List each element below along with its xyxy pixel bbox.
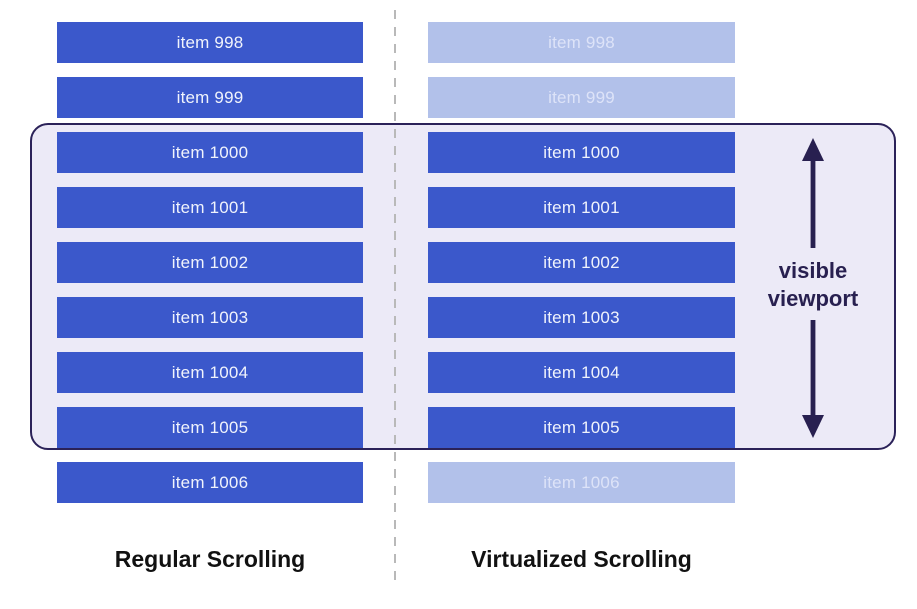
regular-scrolling-column: item 998 item 999 item 1000 item 1001 it… <box>57 22 363 503</box>
visible-viewport-box <box>30 123 896 450</box>
list-item: item 1001 <box>428 187 735 228</box>
virtualized-scrolling-column: item 998 item 999 item 1000 item 1001 it… <box>428 22 735 503</box>
list-item: item 1002 <box>428 242 735 283</box>
list-item: item 1000 <box>428 132 735 173</box>
list-item: item 1004 <box>57 352 363 393</box>
virtualized-scrolling-label: Virtualized Scrolling <box>471 546 692 572</box>
list-item: item 1005 <box>428 407 735 448</box>
list-item: item 1002 <box>57 242 363 283</box>
regular-scrolling-label: Regular Scrolling <box>114 546 306 572</box>
column-divider-dashed-line <box>394 10 396 588</box>
list-item: item 1003 <box>428 297 735 338</box>
list-item: item 1001 <box>57 187 363 228</box>
arrow-down-icon <box>802 320 824 438</box>
list-item: item 999 <box>57 77 363 118</box>
list-item: item 998 <box>428 22 735 63</box>
viewport-label: visible viewport <box>753 257 873 313</box>
arrow-up-icon <box>802 138 824 248</box>
viewport-label-line2: viewport <box>767 286 859 311</box>
list-item: item 999 <box>428 77 735 118</box>
list-item: item 1005 <box>57 407 363 448</box>
viewport-label-line1: visible <box>778 258 848 283</box>
list-item: item 1006 <box>428 462 735 503</box>
list-item: item 1004 <box>428 352 735 393</box>
list-item: item 1000 <box>57 132 363 173</box>
list-item: item 998 <box>57 22 363 63</box>
list-item: item 1003 <box>57 297 363 338</box>
list-item: item 1006 <box>57 462 363 503</box>
